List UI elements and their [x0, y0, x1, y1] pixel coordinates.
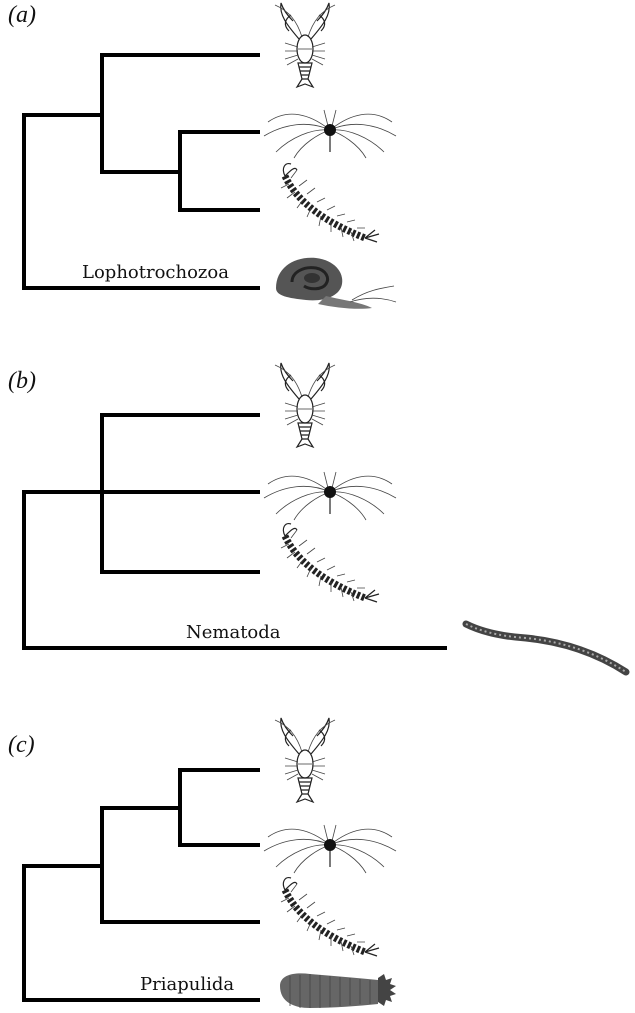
myriapod-icon: [281, 524, 379, 602]
panel-b: (b) Nematoda: [8, 363, 626, 672]
panel-label-b: (b): [8, 368, 36, 394]
outgroup-label-b: Nematoda: [186, 622, 281, 643]
crayfish-icon: [275, 363, 335, 447]
spider-icon: [264, 472, 396, 520]
crayfish-icon: [275, 718, 335, 802]
spider-icon: [264, 825, 396, 873]
tree-b: [24, 415, 445, 648]
outgroup-label-a: Lophotrochozoa: [82, 262, 229, 283]
tree-a: [24, 55, 258, 288]
tree-c: [24, 770, 258, 1000]
panel-c: (c) Priapulida: [8, 718, 396, 1008]
myriapod-icon: [281, 164, 379, 242]
myriapod-icon: [281, 878, 379, 956]
panel-a: (a) Lophotrochozoa: [8, 2, 396, 309]
crayfish-icon: [275, 3, 335, 87]
priapulid-icon: [280, 973, 396, 1008]
panel-label-a: (a): [8, 2, 36, 28]
snail-icon: [276, 258, 396, 309]
nematode-icon: [466, 624, 626, 672]
panel-label-c: (c): [8, 732, 35, 758]
outgroup-label-c: Priapulida: [140, 974, 234, 995]
spider-icon: [264, 110, 396, 158]
